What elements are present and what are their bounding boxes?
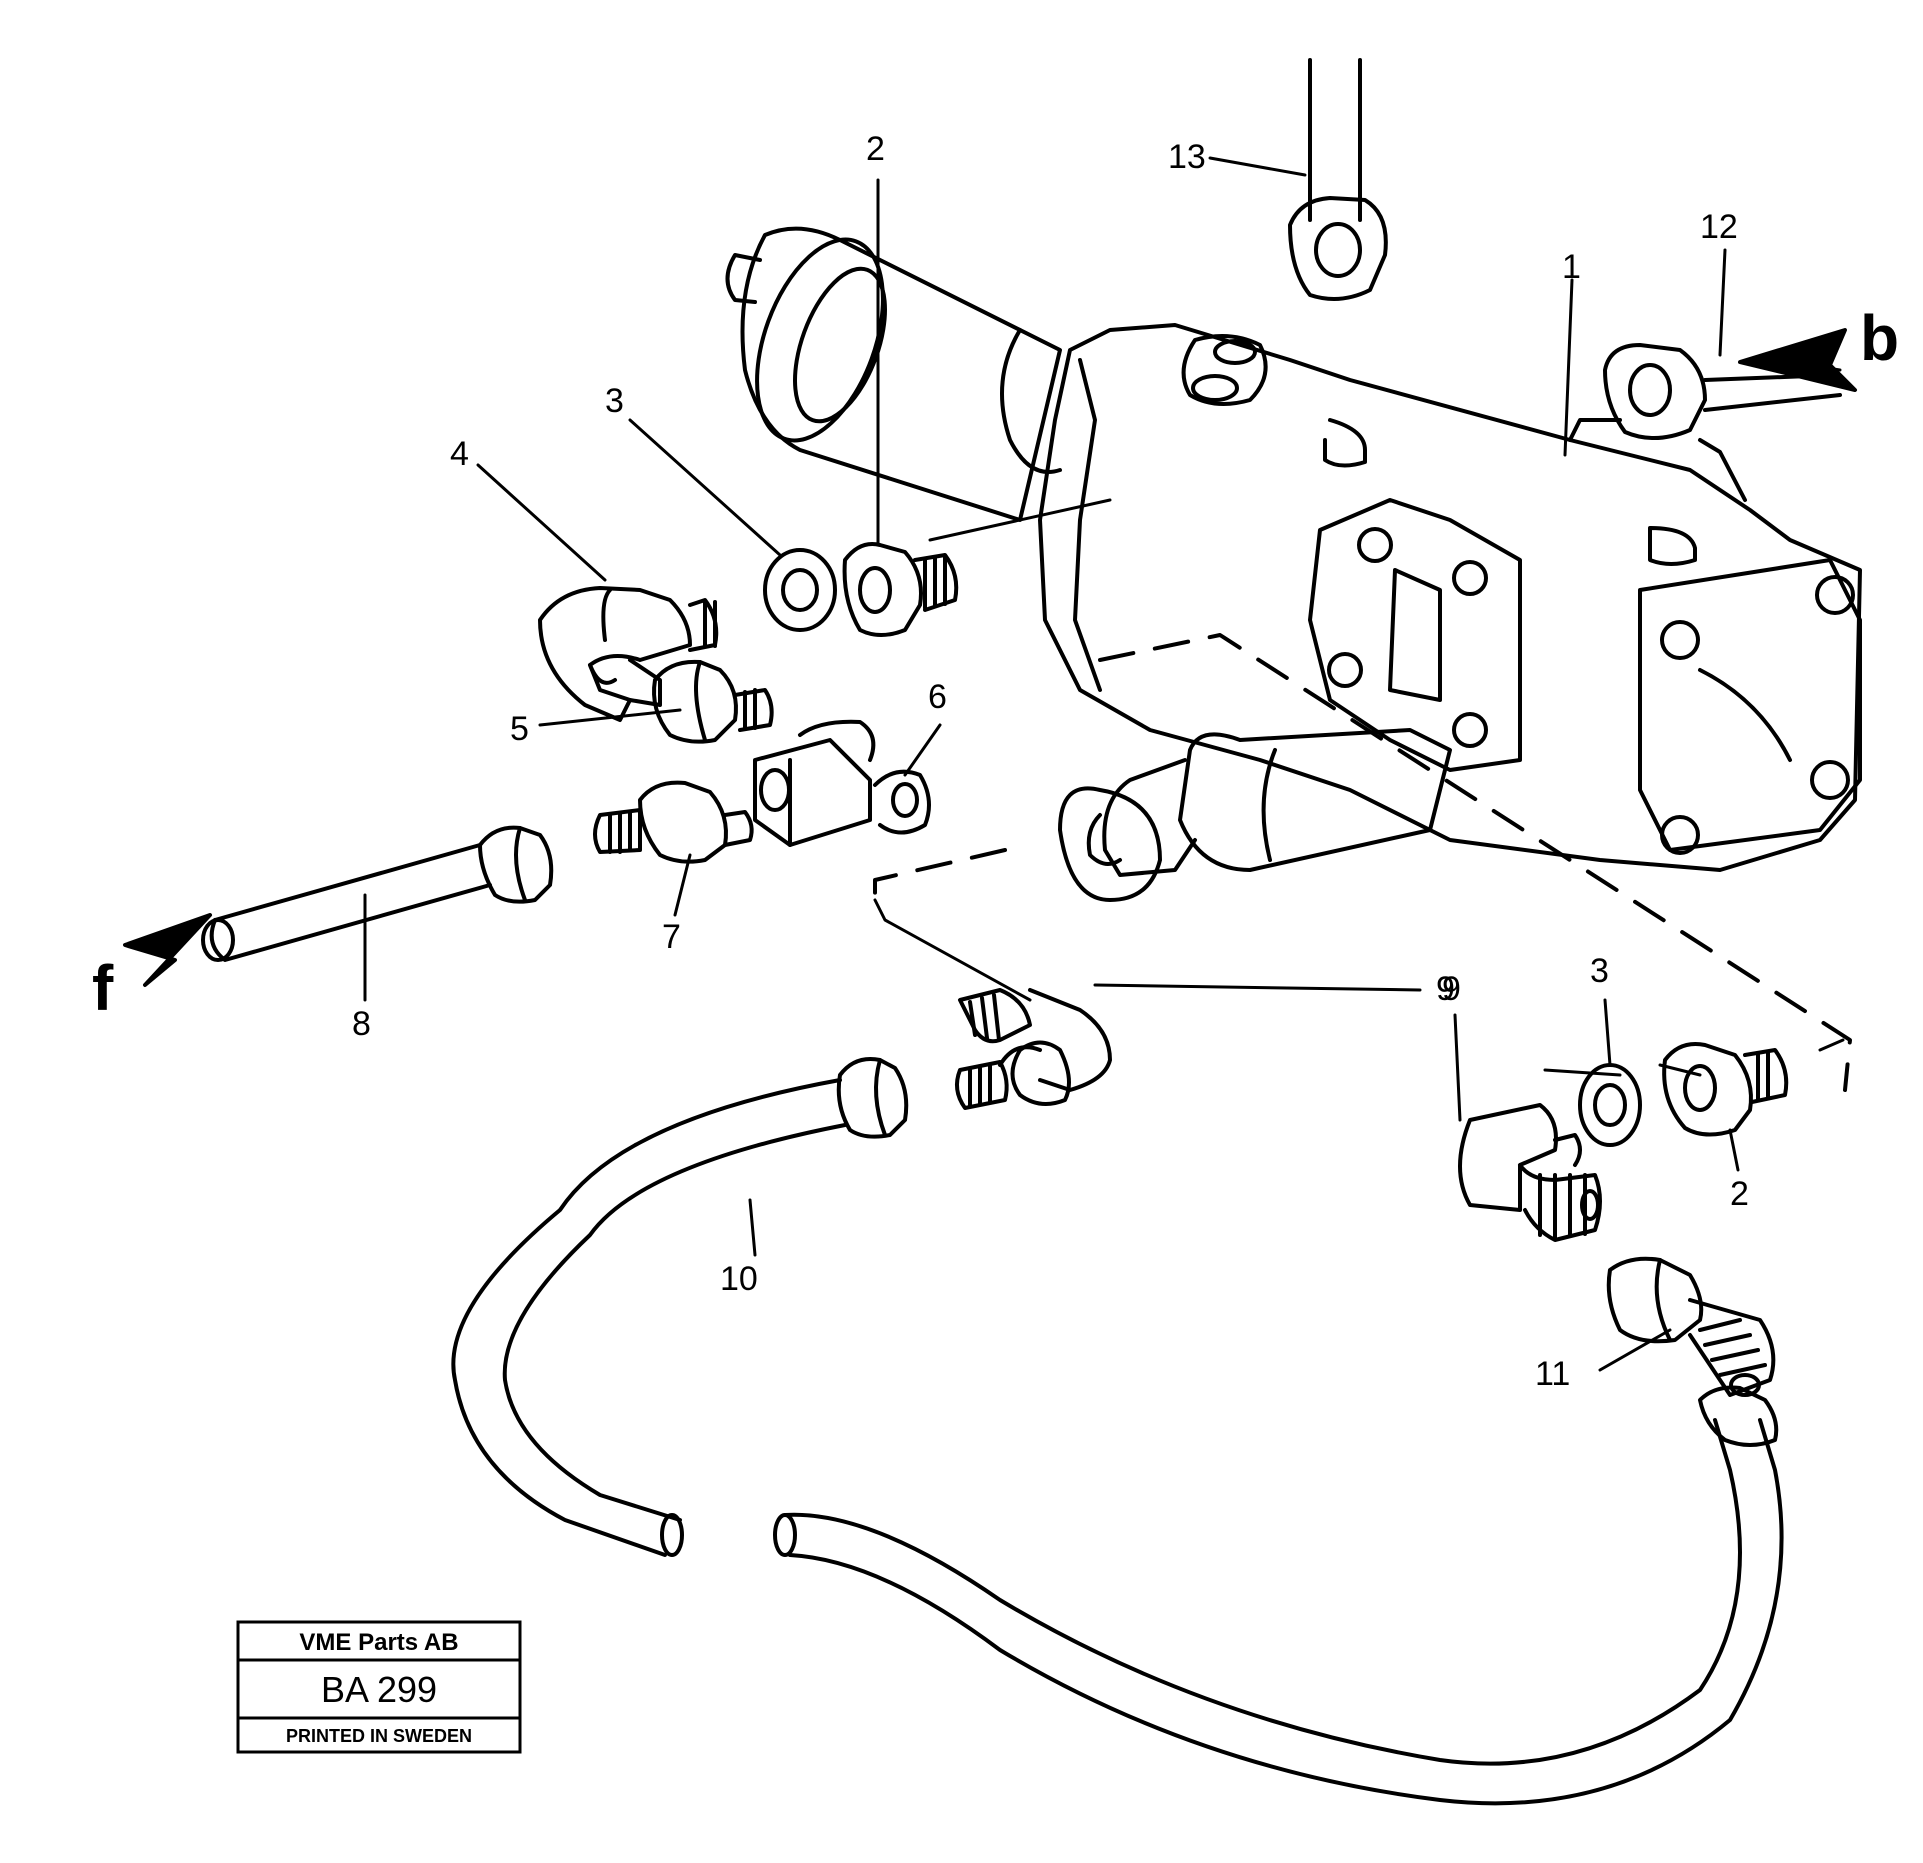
hose-10 [451,1057,909,1557]
callout-9-left: 9 [1436,970,1455,1008]
nozzle [1058,728,1452,902]
callout-3-lower: 3 [1590,952,1609,990]
elbow-9-left [954,988,1112,1110]
pipe-13 [1288,58,1388,301]
callout-13: 13 [1168,138,1206,176]
hose-return [773,1385,1784,1806]
adapter-2-upper [842,542,959,637]
callout-7: 7 [662,918,681,956]
fitting-11 [1606,1256,1776,1397]
arrow-f-label: f [92,952,114,1024]
union-7 [593,780,754,864]
adapter-2-lower [1662,1042,1789,1137]
callout-5: 5 [510,710,529,748]
callout-2-lower: 2 [1730,1175,1749,1213]
valve-body [1038,323,1862,872]
arrow-f-icon [123,913,212,987]
callout-2-upper: 2 [866,130,885,168]
printed-note: PRINTED IN SWEDEN [286,1726,472,1746]
arrow-b-icon [1738,328,1857,392]
callout-6: 6 [928,678,947,716]
washer-3-lower [1578,1063,1642,1147]
coupling-5 [652,659,774,744]
callout-4: 4 [450,435,469,473]
callout-10: 10 [720,1260,758,1298]
elbow-4 [538,586,719,722]
drawing-code: BA 299 [321,1669,437,1710]
callout-1: 1 [1562,248,1581,286]
cylinder [725,226,1062,522]
title-box: VME Parts AB BA 299 PRINTED IN SWEDEN [236,1620,522,1754]
elbow-9-right [1458,1103,1602,1242]
arrow-b-label: b [1860,302,1899,374]
callout-labels: 1 2 2 3 3 4 5 6 7 8 9 9 10 11 12 13 [352,130,1749,1393]
callout-3-upper: 3 [605,382,624,420]
washer-3-upper [763,548,837,632]
company-name: VME Parts AB [299,1629,458,1656]
callout-9-right: 9 [1442,970,1461,1008]
callout-11: 11 [1535,1355,1570,1393]
callout-12: 12 [1700,208,1738,246]
tube-8 [201,825,554,962]
dashed-lines [873,633,1852,1092]
callout-8: 8 [352,1005,371,1043]
tee-6 [753,719,931,847]
leader-lines [363,156,1740,1372]
